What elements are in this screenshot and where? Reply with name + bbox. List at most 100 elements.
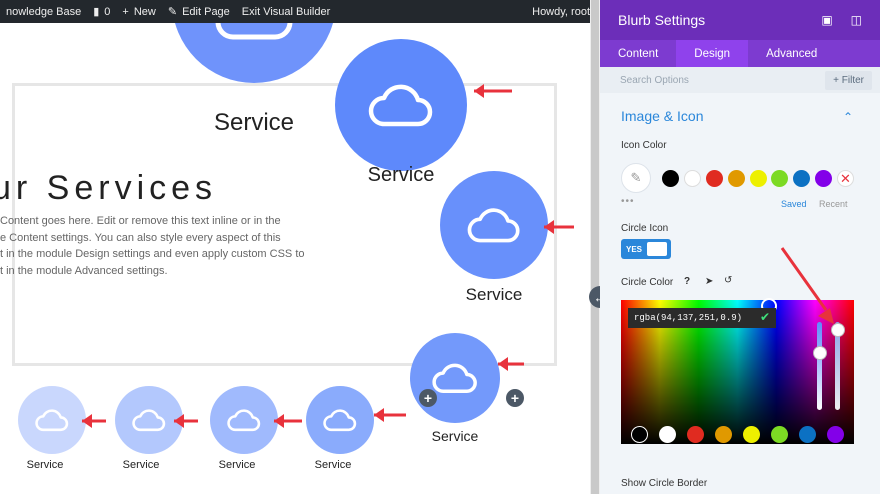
color-swatch[interactable] [815,170,832,187]
body-line: t in the module Design settings and even… [0,248,305,260]
cloud-icon [227,409,261,432]
circle-icon-toggle[interactable]: YES [621,239,671,259]
color-swatch[interactable] [687,426,704,443]
color-swatch[interactable] [659,426,676,443]
color-swatch[interactable] [799,426,816,443]
body-line: t in the module Advanced settings. [0,264,168,277]
color-swatch[interactable] [743,426,760,443]
color-swatch[interactable] [793,170,810,187]
service-label: Service [213,109,295,136]
expand-icon[interactable]: ▣ [821,13,833,27]
check-icon[interactable]: ✔ [760,310,771,324]
section-border [12,83,557,366]
circle-icon-label: Circle Icon [621,223,669,234]
opacity-slider-knob[interactable] [831,323,845,337]
add-module-button[interactable]: + [419,389,437,407]
color-swatch[interactable] [662,170,679,187]
blurb-circle[interactable] [115,386,183,454]
color-swatch[interactable] [750,170,767,187]
eyedropper-icon[interactable]: ✎ [621,163,651,193]
section-title[interactable]: Image & Icon [621,108,704,124]
blurb-circle[interactable] [410,333,500,423]
service-label: Service [465,285,523,304]
saved-tab[interactable]: Saved [781,199,807,209]
color-swatch[interactable] [706,170,723,187]
canvas-scrollbar-thumb[interactable] [591,0,599,494]
red-arrow-icon [780,247,834,324]
show-circle-border-label: Show Circle Border [621,478,708,489]
add-module-button[interactable]: + [506,389,524,407]
red-arrow-icon [498,357,524,371]
chevron-up-icon[interactable]: ⌃ [843,110,854,124]
panel-title: Blurb Settings [618,12,706,28]
tab-advanced[interactable]: Advanced [748,40,835,67]
recent-tab[interactable]: Recent [819,199,848,209]
red-arrow-icon [544,220,574,234]
red-arrow-icon [474,84,512,98]
tab-design[interactable]: Design [676,40,749,67]
hue-slider-knob[interactable] [813,346,827,360]
sidebar-toggle-icon[interactable]: ◫ [850,13,862,27]
blurb-circle[interactable] [172,23,336,83]
admin-bar: nowledge Base ▮ 0 + New ✎ Edit Page Exit… [0,0,600,23]
cloud-icon [215,23,293,40]
panel-header: Blurb Settings ▣ ◫ [600,0,880,40]
service-label: Service [431,428,479,444]
red-arrow-icon [82,414,106,428]
color-swatch[interactable] [771,426,788,443]
reset-icon[interactable]: ↺ [724,275,733,286]
blurb-circle[interactable] [210,386,278,454]
cloud-icon [132,409,166,432]
blurb-circle[interactable] [306,386,374,454]
admin-bar-edit-page[interactable]: ✎ Edit Page [162,5,236,19]
admin-bar-account[interactable]: Howdy, root [526,6,600,18]
color-swatch[interactable] [631,426,648,443]
filter-button[interactable]: + Filter [825,70,872,90]
more-options-icon[interactable]: ••• [621,196,635,207]
service-label: Service [122,459,160,471]
tab-content[interactable]: Content [600,40,676,67]
settings-panel: Blurb Settings ▣ ◫ Content Design Advanc… [600,0,880,494]
exit-builder-label: Exit Visual Builder [241,5,331,18]
color-swatch[interactable] [771,170,788,187]
red-arrow-icon [174,414,198,428]
color-swatch[interactable] [715,426,732,443]
page-heading[interactable]: ur Services [0,169,218,207]
service-label: Service [26,459,64,471]
blurb-circle[interactable] [335,39,467,171]
comment-icon: ▮ [93,6,100,18]
blurb-circle[interactable] [440,171,548,279]
admin-bar-comments[interactable]: ▮ 0 [87,5,116,19]
opacity-slider[interactable] [835,322,840,410]
help-icon[interactable]: ? [684,276,691,287]
red-arrow-icon [274,414,302,428]
red-arrow-icon [374,408,406,422]
admin-bar-site[interactable]: nowledge Base [0,6,87,18]
blurb-circle[interactable] [18,386,86,454]
toggle-knob [647,242,667,256]
service-label: Service [218,459,256,471]
color-swatch[interactable] [684,170,701,187]
admin-bar-exit-builder[interactable]: Exit Visual Builder [236,6,336,18]
admin-bar-new[interactable]: + New [116,6,161,18]
service-label: Service [367,164,435,186]
body-line: e Content settings. You can also style e… [0,231,281,244]
rgba-value-field[interactable]: rgba(94,137,251,0.9) [628,308,776,328]
hue-slider[interactable] [817,322,822,410]
plus-icon: + [122,5,129,18]
color-swatch[interactable] [728,170,745,187]
panel-tabs: Content Design Advanced [600,40,880,67]
tab-label: Advanced [766,47,818,60]
color-swatch[interactable] [827,426,844,443]
search-options-input[interactable]: Search Options [620,74,689,86]
cloud-icon [323,409,357,432]
cloud-icon [368,84,433,127]
builder-canvas: ur Services Content goes here. Edit or r… [0,23,590,494]
site-name-label: nowledge Base [6,5,82,18]
body-text[interactable]: Content goes here. Edit or remove this t… [0,213,305,279]
cursor-icon[interactable]: ➤ [705,276,714,287]
no-color-icon[interactable]: ✕ [837,170,854,187]
icon-color-label: Icon Color [621,140,667,151]
new-label: New [133,5,156,18]
